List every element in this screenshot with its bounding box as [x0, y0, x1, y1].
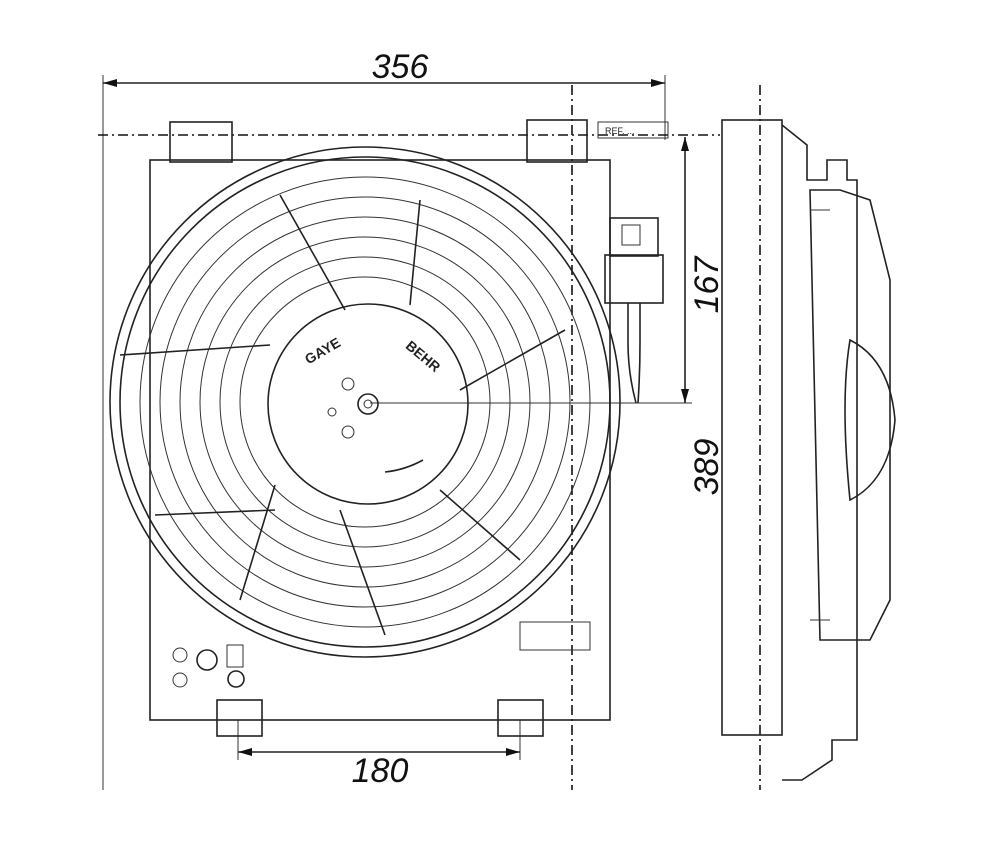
rotation-arrow-icon	[384, 459, 424, 473]
certification-marks	[172, 644, 245, 688]
brand-label-gaye: GAYE	[302, 334, 343, 367]
dimension-width-label: 356	[372, 48, 429, 86]
dimension-center-height: 167	[370, 137, 726, 404]
dimension-center-height-label: 167	[688, 256, 726, 314]
side-view	[721, 119, 896, 781]
dimension-height-label: 389	[688, 439, 726, 496]
dimension-mount-spacing-label: 180	[352, 752, 409, 790]
electrical-connector	[604, 217, 664, 404]
dimension-height: 389	[688, 439, 726, 496]
ref-label: REF. ...	[605, 126, 635, 136]
dimension-mount-spacing: 180	[237, 720, 521, 790]
brand-label-behr: BEHR	[403, 337, 444, 375]
fan-guard	[109, 146, 621, 658]
dimension-width: 356	[102, 48, 666, 790]
fan-shroud-frame: REF. ...	[149, 119, 669, 737]
motor-hub: GAYE BEHR	[267, 303, 469, 505]
